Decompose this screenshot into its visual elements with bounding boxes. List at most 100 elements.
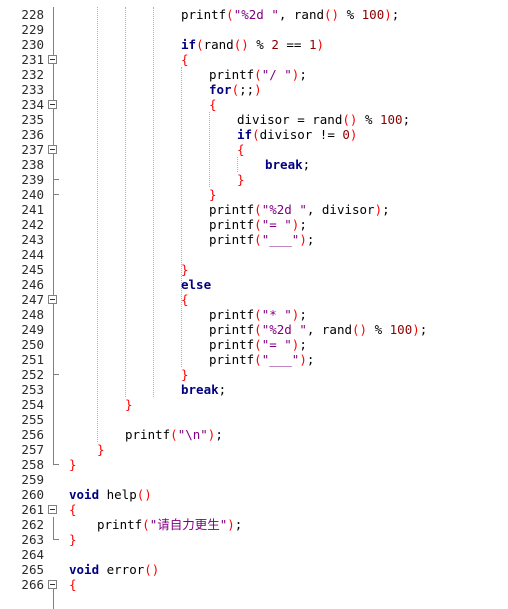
fold-toggle-icon[interactable]: [48, 505, 57, 514]
token-br: }: [97, 442, 105, 457]
code-line[interactable]: 240}: [0, 187, 508, 202]
token-br: }: [209, 187, 217, 202]
code-line[interactable]: 255: [0, 412, 508, 427]
token-br: ): [227, 517, 235, 532]
fold-toggle-icon[interactable]: [48, 100, 57, 109]
code-text: break;: [265, 157, 310, 172]
token-br: ): [299, 352, 307, 367]
token-num: 0: [342, 127, 350, 142]
line-number: 264: [21, 547, 44, 562]
code-line[interactable]: 234{: [0, 97, 508, 112]
code-text: if(divisor != 0): [237, 127, 357, 142]
line-number: 243: [21, 232, 44, 247]
fold-toggle-icon[interactable]: [48, 295, 57, 304]
line-number: 234: [21, 97, 44, 112]
code-text: {: [237, 142, 245, 157]
code-text: {: [69, 502, 77, 517]
line-number: 258: [21, 457, 44, 472]
token-br: ): [291, 307, 300, 322]
code-text: divisor = rand() % 100;: [237, 112, 410, 127]
token-kw: break: [181, 382, 219, 397]
code-line[interactable]: 266{: [0, 577, 508, 592]
token-op: ;: [306, 232, 315, 247]
token-br: (: [252, 127, 260, 142]
fold-toggle-icon[interactable]: [48, 55, 57, 64]
code-text: printf("/ ");: [209, 67, 307, 82]
code-line[interactable]: 237{: [0, 142, 508, 157]
token-br: (: [254, 352, 262, 367]
line-number: 230: [21, 37, 44, 52]
code-line[interactable]: 239}: [0, 172, 508, 187]
code-text: printf("%2d ", rand() % 100);: [209, 322, 427, 337]
token-br: (): [352, 322, 368, 337]
token-fn: printf: [209, 217, 255, 232]
token-br: (: [196, 37, 204, 52]
code-line[interactable]: 261{: [0, 502, 508, 517]
code-line[interactable]: 257}: [0, 442, 508, 457]
code-line[interactable]: 245}: [0, 262, 508, 277]
token-br: (: [254, 322, 262, 337]
token-br: }: [237, 172, 245, 187]
code-text: }: [237, 172, 245, 187]
token-br: ): [384, 7, 392, 22]
line-number: 265: [21, 562, 44, 577]
token-br: (: [254, 202, 262, 217]
code-line[interactable]: 258}: [0, 457, 508, 472]
code-line[interactable]: 244: [0, 247, 508, 262]
token-op: , rand: [306, 322, 352, 337]
line-number: 242: [21, 217, 44, 232]
token-num: 100: [389, 322, 413, 337]
code-line[interactable]: 254}: [0, 397, 508, 412]
token-fn: printf: [97, 517, 143, 532]
line-number: 250: [21, 337, 44, 352]
code-line[interactable]: 238 break;: [0, 157, 508, 172]
token-fn: printf: [209, 67, 255, 82]
code-line[interactable]: 252}: [0, 367, 508, 382]
token-num: 100: [380, 112, 403, 127]
line-number: 238: [21, 157, 44, 172]
code-text: {: [181, 52, 189, 67]
token-br: (: [170, 427, 178, 442]
token-br: ): [207, 427, 216, 442]
line-number: 247: [21, 292, 44, 307]
code-line[interactable]: 231{: [0, 52, 508, 67]
fold-toggle-icon[interactable]: [48, 145, 57, 154]
code-line[interactable]: 264: [0, 547, 508, 562]
code-line[interactable]: 263}: [0, 532, 508, 547]
code-line[interactable]: 247{: [0, 292, 508, 307]
token-fn: printf: [209, 202, 255, 217]
code-text: }: [209, 187, 217, 202]
token-op: ;: [402, 112, 411, 127]
code-text: }: [69, 457, 77, 472]
code-line[interactable]: 229: [0, 22, 508, 37]
line-number: 254: [21, 397, 44, 412]
code-line[interactable]: 259: [0, 472, 508, 487]
fold-toggle-icon[interactable]: [48, 580, 57, 589]
line-number: 244: [21, 247, 44, 262]
indent-guide: [237, 157, 238, 172]
token-kw: for: [209, 82, 232, 97]
line-number: 255: [21, 412, 44, 427]
token-op: ;: [299, 337, 307, 352]
token-op: , divisor: [306, 202, 375, 217]
